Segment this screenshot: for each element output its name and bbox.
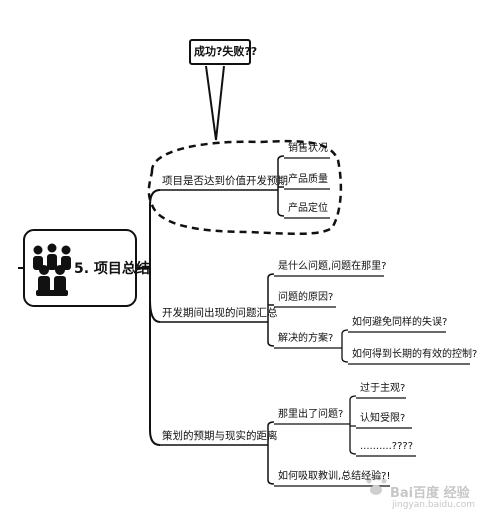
branch-3-grandchild-2-label: 认知受限? [360, 413, 406, 424]
trunk-middle [149, 299, 161, 323]
branch-1-child-3-label: 产品定位 [288, 203, 328, 214]
branch-1-child-1-label: 销售状况 [288, 143, 328, 154]
people-group-icon [33, 243, 71, 296]
branch-2-grandchild-1-label: 如何避免同样的失误? [352, 317, 448, 328]
branch-1-child-2-label: 产品质量 [288, 174, 328, 185]
branch-2-child-1-label: 是什么问题,问题在那里? [278, 261, 387, 272]
callout-box [189, 39, 251, 65]
root-label: 5. 项目总结 [74, 261, 150, 277]
watermark-logo: Bai百度 经验 [390, 486, 470, 501]
branch-3-fork [262, 421, 275, 485]
branch-2-child-2-label: 问题的原因? [278, 292, 334, 303]
branch-3-child-1-label: 那里出了问题? [278, 409, 344, 420]
branch-3-grandchild-3-label: ..........???? [360, 441, 414, 452]
branch-3-child-2-label: 如何吸取教训,总结经验?! [278, 471, 391, 482]
branch-2-child-3-fork [336, 329, 349, 363]
branch-2-label: 开发期间出现的问题汇总 [162, 307, 278, 319]
branch-1-label: 项目是否达到价值开发预期 [162, 175, 288, 187]
watermark-url: jingyan.baidu.com [392, 500, 476, 510]
trunk-upper [149, 189, 161, 268]
branch-1-dashed-boundary [147, 139, 343, 236]
trunk-lower [149, 268, 161, 446]
branch-2-grandchild-2-label: 如何得到长期的有效的控制? [352, 349, 478, 360]
branch-3-label: 策划的预期与现实的距离 [162, 430, 278, 442]
branch-2-child-3-label: 解决的方案? [278, 333, 334, 344]
branch-2-fork [262, 273, 275, 347]
watermark-paw-icon [366, 475, 387, 495]
branch-1-fork [272, 155, 285, 217]
callout-pointer [205, 65, 225, 141]
callout-label: 成功?失败?? [194, 45, 258, 58]
branch-3-child-1-fork [344, 395, 357, 455]
branch-3-grandchild-1-label: 过于主观? [360, 383, 406, 394]
